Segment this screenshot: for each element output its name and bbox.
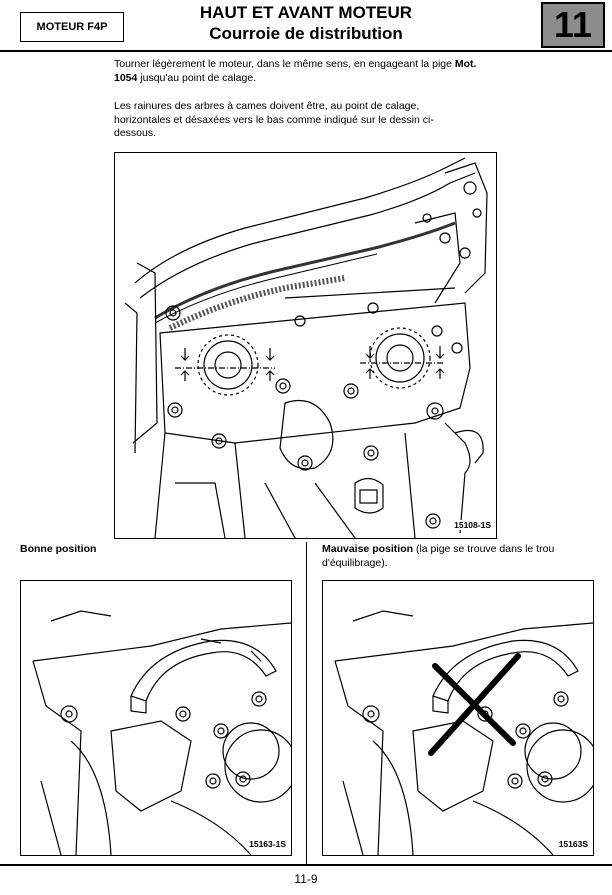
caption-correct-position: Bonne position <box>20 543 97 555</box>
caption-wrong-position: Mauvaise position (la pige se trouve dan… <box>322 543 592 570</box>
para1-text-start: Tourner légèrement le moteur, dans le mê… <box>114 58 455 70</box>
wrong-drawing-svg <box>334 610 593 855</box>
figure-reference: 15163-1S <box>248 839 287 849</box>
para2-line-3: dessous. <box>114 127 157 139</box>
figure-reference: 15163S <box>557 839 589 849</box>
header-divider <box>0 50 612 52</box>
instruction-paragraph-2: Les rainures des arbres à cames doivent … <box>114 100 494 141</box>
caption-wrong-title: Mauvaise position <box>322 543 414 555</box>
footer-divider <box>0 864 612 866</box>
page-number: 11-9 <box>294 872 318 886</box>
cross-mark <box>428 653 521 756</box>
chapter-number: 11 <box>541 2 605 48</box>
title-line-2: Courroie de distribution <box>209 24 403 43</box>
para2-line-1: Les rainures des arbres à cames doivent … <box>114 100 420 112</box>
title-line-1: HAUT ET AVANT MOTEUR <box>199 3 413 22</box>
correct-drawing-svg <box>32 610 291 855</box>
figure-reference: 15108-1S <box>453 520 492 530</box>
camshaft-timing-drawing: 15108-1S <box>114 152 497 539</box>
wrong-position-drawing: 15163S <box>322 580 594 856</box>
para1-text-end: jusqu'au point de calage. <box>137 71 257 84</box>
page-title: HAUT ET AVANT MOTEUR Courroie de distrib… <box>140 2 472 44</box>
correct-position-drawing: 15163-1S <box>20 580 292 856</box>
caption-wrong-detail: (la pige se trouve dans le trou d'équili… <box>322 543 555 569</box>
column-divider <box>306 542 307 864</box>
engine-badge: MOTEUR F4P <box>20 12 124 42</box>
instruction-paragraph-1: Tourner légèrement le moteur, dans le mê… <box>114 58 494 85</box>
tool-reference: Mot. 1054 <box>114 58 477 84</box>
para2-line-2: horizontales et désaxées vers le bas com… <box>114 113 434 126</box>
camshaft-drawing-svg <box>124 157 488 538</box>
